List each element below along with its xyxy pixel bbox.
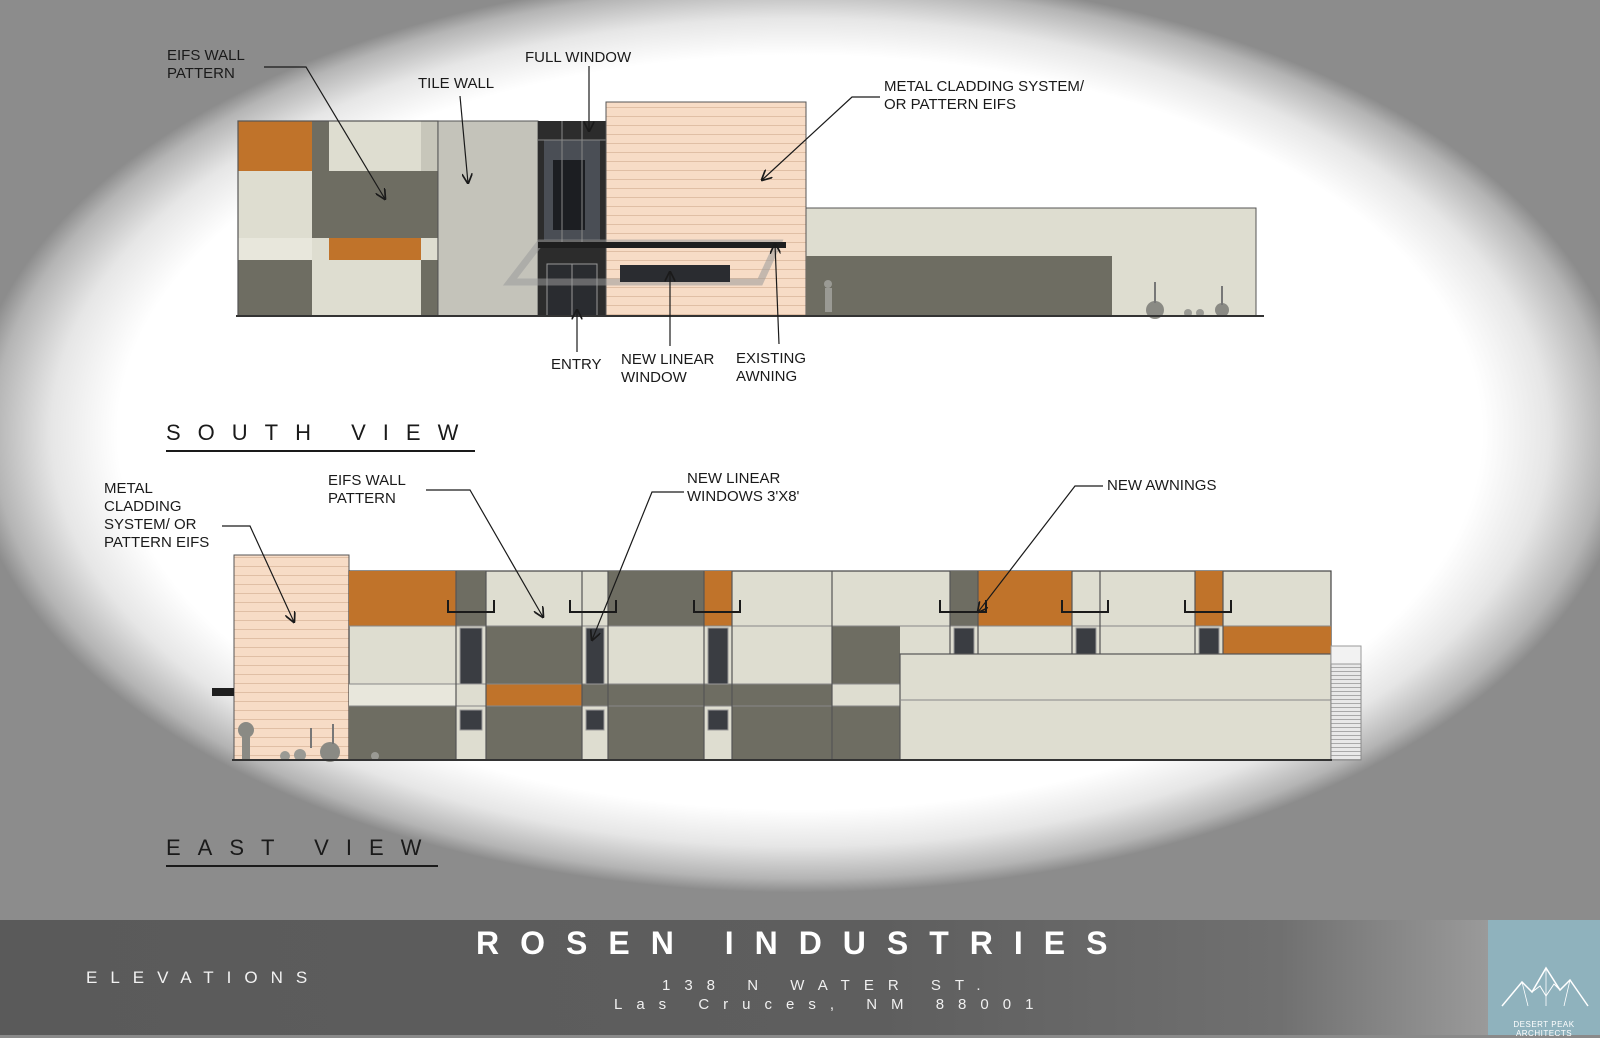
south-view-title: SOUTH VIEW bbox=[166, 420, 476, 452]
mountain-logo-icon bbox=[1501, 966, 1589, 1007]
south-label-full-window: FULL WINDOW bbox=[525, 49, 632, 66]
south-low-wing bbox=[805, 207, 1257, 319]
south-label-eifs-wall-pattern: EIFS WALL PATTERN bbox=[167, 47, 245, 82]
south-awning bbox=[538, 242, 786, 248]
address-line-1: 138 N WATER ST. bbox=[662, 977, 995, 994]
firm-logo-text: DESERT PEAK ARCHITECTS bbox=[1513, 1020, 1575, 1038]
title-block: ELEVATIONS ROSEN INDUSTRIES 138 N WATER … bbox=[0, 920, 1600, 1038]
south-label-metal-cladding: METAL CLADDING SYSTEM/ OR PATTERN EIFS bbox=[884, 78, 1085, 113]
south-tile-wall bbox=[437, 120, 539, 317]
south-label-tile-wall: TILE WALL bbox=[418, 75, 495, 92]
east-leader-lines bbox=[222, 485, 1103, 640]
south-eifs-block bbox=[237, 120, 439, 317]
south-label-new-linear-window: NEW LINEAR WINDOW bbox=[621, 351, 715, 386]
east-elevation bbox=[212, 554, 1362, 762]
east-label-eifs-wall-pattern: EIFS WALL PATTERN bbox=[328, 472, 406, 507]
drawing-sheet: EIFS WALL PATTERN TILE WALL FULL WINDOW … bbox=[0, 0, 1600, 920]
east-label-new-awnings: NEW AWNINGS bbox=[1107, 477, 1217, 494]
south-leader-lines bbox=[264, 66, 880, 352]
address-line-2: Las Cruces, NM 88001 bbox=[614, 996, 1048, 1013]
elevation-drawings bbox=[212, 66, 1362, 762]
firm-logo: DESERT PEAK ARCHITECTS bbox=[1488, 920, 1600, 1038]
east-label-new-linear-windows: NEW LINEAR WINDOWS 3'X8' bbox=[687, 470, 800, 505]
east-view-title: EAST VIEW bbox=[166, 835, 439, 867]
east-awnings bbox=[447, 600, 1232, 613]
company-name: ROSEN INDUSTRIES bbox=[476, 925, 1129, 961]
south-full-window bbox=[538, 121, 606, 317]
sheet-title: ELEVATIONS bbox=[86, 968, 321, 987]
east-label-metal-cladding: METAL CLADDING SYSTEM/ OR PATTERN EIFS bbox=[104, 480, 210, 551]
south-label-entry: ENTRY bbox=[551, 356, 602, 373]
south-linear-window bbox=[620, 265, 730, 282]
south-label-existing-awning: EXISTING AWNING bbox=[736, 350, 807, 385]
south-elevation bbox=[236, 101, 1264, 319]
